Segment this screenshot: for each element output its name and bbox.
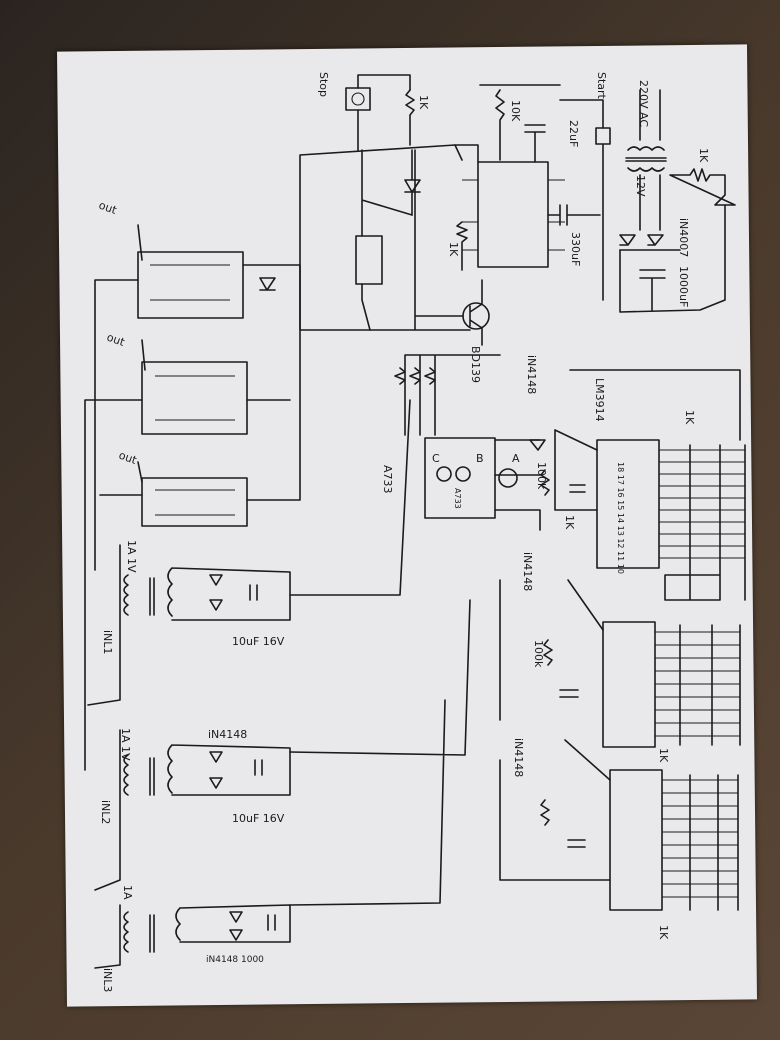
label-ct2-rating: 1A 1V: [119, 728, 132, 761]
label-out-1: out: [97, 199, 119, 218]
ic-555: [477, 161, 549, 268]
bridge-3: [175, 904, 291, 943]
current-sensors: [87, 399, 471, 969]
label-1n4148-bridge3: iN4148 1000: [206, 955, 264, 965]
label-start: Start: [595, 72, 608, 100]
label-1000uf: 1000uF: [677, 266, 690, 307]
lm3914-ic-3: [609, 769, 663, 911]
stop-section: [345, 74, 421, 331]
label-cap1: 10uF 16V: [232, 635, 285, 648]
relay-contact-1: [137, 251, 244, 319]
label-a733: A733: [381, 465, 394, 494]
label-node-a: A: [512, 452, 520, 465]
label-node-c: C: [432, 452, 440, 465]
label-lm3914: LM3914: [593, 378, 606, 422]
label-stop: Stop: [317, 72, 330, 97]
label-10k: 10K: [509, 100, 522, 122]
lm3914-3: [499, 739, 739, 911]
relay-blocks: [84, 224, 301, 771]
label-inl1: iNL1: [101, 630, 114, 654]
label-ct1-rating: 1A 1V: [125, 540, 138, 573]
capacitor-1000uf: [639, 269, 666, 311]
label-100k-2: 100k: [532, 640, 545, 668]
label-ct3-rating: 1A: [121, 885, 134, 900]
bridge-1: [167, 567, 291, 621]
capacitor-22uf: [524, 124, 546, 163]
lm3914-2: [499, 579, 741, 748]
ct-3-coil: [123, 911, 155, 953]
label-1n4148-2: iN4148: [521, 552, 534, 591]
label-bd139: BD139: [469, 346, 482, 383]
label-220v: 220V AC: [637, 80, 650, 127]
label-1k-ic3: 1K: [657, 925, 670, 940]
stop-button: [345, 87, 371, 111]
label-100k-1: 100k: [535, 462, 548, 490]
label-1k-ic1: 1K: [563, 515, 576, 530]
a733-block: [424, 437, 496, 519]
label-1k-stop: 1K: [417, 95, 430, 110]
lm3914-ic-1: [596, 439, 660, 569]
a733-section: [394, 354, 546, 531]
label-pins-ic1: 18 17 16 15 14 13 12 11 10: [616, 462, 625, 574]
resistor-1k-stop: [405, 89, 415, 146]
label-inl2: iNL2: [99, 800, 112, 824]
transformer-12v: [625, 146, 667, 172]
relay-contact-3: [141, 477, 248, 527]
timer-section: [299, 84, 601, 346]
resistor-1k-led: [669, 168, 736, 206]
transistor-bd139: [462, 302, 490, 330]
relay-contact-2: [141, 361, 248, 435]
label-out-3: out: [117, 449, 139, 468]
bridge-2: [167, 744, 291, 796]
label-1k-555: 1K: [447, 242, 460, 257]
start-button: [595, 127, 611, 145]
label-1n4148-1: iN4148: [525, 355, 538, 394]
schematic-labels: 220V AC 12V 1K iN4007 1000uF Start Stop …: [97, 72, 710, 992]
a733-left: [436, 466, 452, 482]
capacitor-330uf: [547, 204, 601, 226]
ct-2-coil: [123, 754, 155, 796]
relay-coil: [355, 235, 383, 285]
label-out-2: out: [105, 331, 127, 350]
label-1k-ic2: 1K: [657, 748, 670, 763]
power-supply-section: [559, 89, 736, 313]
label-1n4148-bridge2: iN4148: [208, 728, 247, 741]
label-1k-top: 1K: [697, 148, 710, 163]
ct-1-coil: [123, 574, 155, 616]
diode-relay: [404, 149, 421, 216]
label-a733-inner: A733: [453, 488, 462, 509]
a733-mid: [455, 466, 471, 482]
label-1k-ic1-top: 1K: [683, 410, 696, 425]
label-cap2: 10uF 16V: [232, 812, 285, 825]
label-22uf: 22uF: [567, 120, 580, 147]
label-1n4148-3: iN4148: [512, 738, 525, 777]
lm3914-ic-2: [602, 621, 656, 748]
label-1n4007: iN4007: [677, 218, 690, 257]
bridge-rectifier-top: [619, 234, 681, 251]
a733-right: [498, 468, 518, 488]
label-node-b: B: [476, 452, 484, 465]
label-330uf: 330uF: [569, 232, 582, 266]
lm3914-1: [540, 369, 746, 601]
label-inl3: iNL3: [101, 968, 114, 992]
label-12v: 12V: [634, 175, 647, 197]
resistor-10k: [495, 89, 505, 161]
